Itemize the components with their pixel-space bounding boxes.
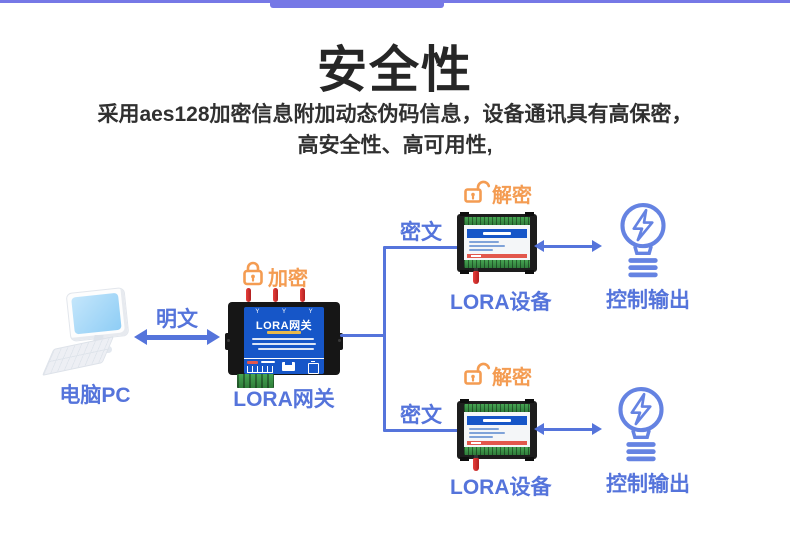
face-red-stripe [467, 254, 527, 258]
antenna-icon [300, 288, 305, 302]
terminal-strip-bottom [464, 260, 530, 268]
corner-post [525, 457, 534, 461]
bulb-lightning-icon [618, 387, 664, 462]
page-title: 安全性 [317, 42, 473, 98]
face-microtext-line [469, 436, 493, 438]
subtitle-line-1: 采用aes128加密信息附加动态伪码信息，设备通讯具有高保密， [97, 103, 693, 126]
branch-line-top [383, 246, 459, 249]
antenna-icon [273, 288, 278, 302]
panel-microtext-line [252, 338, 314, 340]
page-subtitle: 采用aes128加密信息附加动态伪码信息，设备通讯具有高保密， 高安全性、高可用… [0, 99, 790, 161]
plaintext-label: 明文 [156, 308, 198, 331]
output-label-bottom: 控制输出 [606, 473, 690, 496]
face-microtext-line [469, 249, 493, 251]
model-label-band [467, 229, 527, 238]
cipher-label-bottom: 密文 [400, 404, 442, 427]
io-device-image-top [457, 212, 537, 286]
decrypt-label-top: 解密 [492, 185, 532, 207]
corner-post [460, 399, 469, 403]
encrypt-label: 加密 [268, 268, 308, 290]
face-microtext-line [469, 432, 505, 434]
desktop-pc-icon [65, 287, 130, 342]
device-output-arrow-top [534, 239, 602, 253]
cipher-label-top: 密文 [400, 221, 442, 244]
terminal-strip-top [464, 404, 530, 412]
io-device-face [464, 225, 530, 260]
keyboard-icon [41, 336, 115, 376]
panel-microtext-line [258, 348, 314, 350]
device-antenna-icon [473, 455, 479, 471]
face-microtext-line [469, 428, 499, 430]
lock-open-icon [464, 180, 491, 203]
monitor-screen [71, 292, 122, 335]
rs485-tag [261, 361, 275, 363]
corner-post [525, 212, 534, 216]
gateway-port-panel [244, 358, 324, 374]
corner-post [525, 270, 534, 274]
mount-ear-right [336, 333, 343, 350]
gateway-panel-title: LORA网关 [255, 320, 313, 332]
lock-open-icon [464, 362, 491, 385]
io-device-face [464, 412, 530, 447]
antenna-icon [246, 288, 251, 302]
device-label-bottom: LORA设备 [450, 476, 552, 499]
decrypt-label-bottom: 解密 [492, 367, 532, 389]
branch-line-bottom [383, 429, 459, 432]
terminal-drawing [247, 366, 273, 373]
branch-line-vertical [383, 246, 386, 432]
pc-gateway-arrow [134, 328, 220, 346]
device-label-top: LORA设备 [450, 291, 552, 314]
top-accent-bar [270, 0, 444, 8]
device-output-arrow-bottom [534, 422, 602, 436]
face-red-stripe [467, 441, 527, 445]
output-label-top: 控制输出 [606, 289, 690, 312]
branch-line-mid [340, 334, 385, 337]
corner-post [525, 399, 534, 403]
mount-ear-left [225, 333, 232, 350]
io-device-image-bottom [457, 399, 537, 473]
terminal-strip-bottom [464, 447, 530, 455]
usb-port-icon [308, 361, 319, 374]
face-microtext-line [469, 245, 505, 247]
lock-closed-icon [243, 261, 263, 286]
device-antenna-icon [473, 268, 479, 284]
pc-label: 电脑PC [59, 384, 131, 407]
subtitle-line-2: 高安全性、高可用性, [297, 134, 493, 157]
gateway-label: LORA网关 [233, 388, 335, 411]
rj45-port-icon [282, 362, 295, 371]
corner-post [460, 212, 469, 216]
corner-post [460, 270, 469, 274]
power-tag [247, 361, 258, 364]
model-label-band [467, 416, 527, 425]
panel-microtext-line [252, 343, 316, 345]
corner-post [460, 457, 469, 461]
bulb-lightning-icon [620, 203, 666, 278]
terminal-strip-top [464, 217, 530, 225]
terminal-block [237, 374, 274, 388]
face-microtext-line [469, 241, 499, 243]
panel-subtitle-bar [267, 331, 301, 334]
